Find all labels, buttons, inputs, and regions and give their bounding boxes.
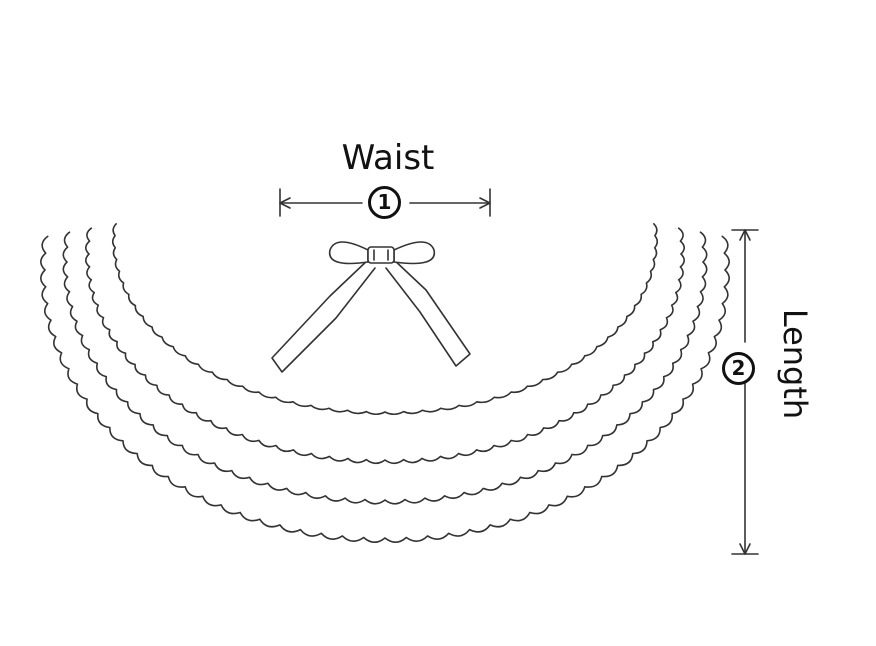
ruffle-tier-3-inner [111, 223, 659, 416]
ruffle-tiers [40, 223, 730, 544]
waist-dimension-line [279, 188, 491, 217]
waist-label: Waist [341, 138, 435, 178]
length-number-badge: 2 [722, 352, 755, 385]
length-label: Length [776, 308, 814, 420]
ruffle-tier-3 [85, 227, 685, 465]
length-dimension-line [731, 229, 759, 555]
bow [271, 241, 471, 373]
waist-number-badge: 1 [368, 186, 401, 219]
